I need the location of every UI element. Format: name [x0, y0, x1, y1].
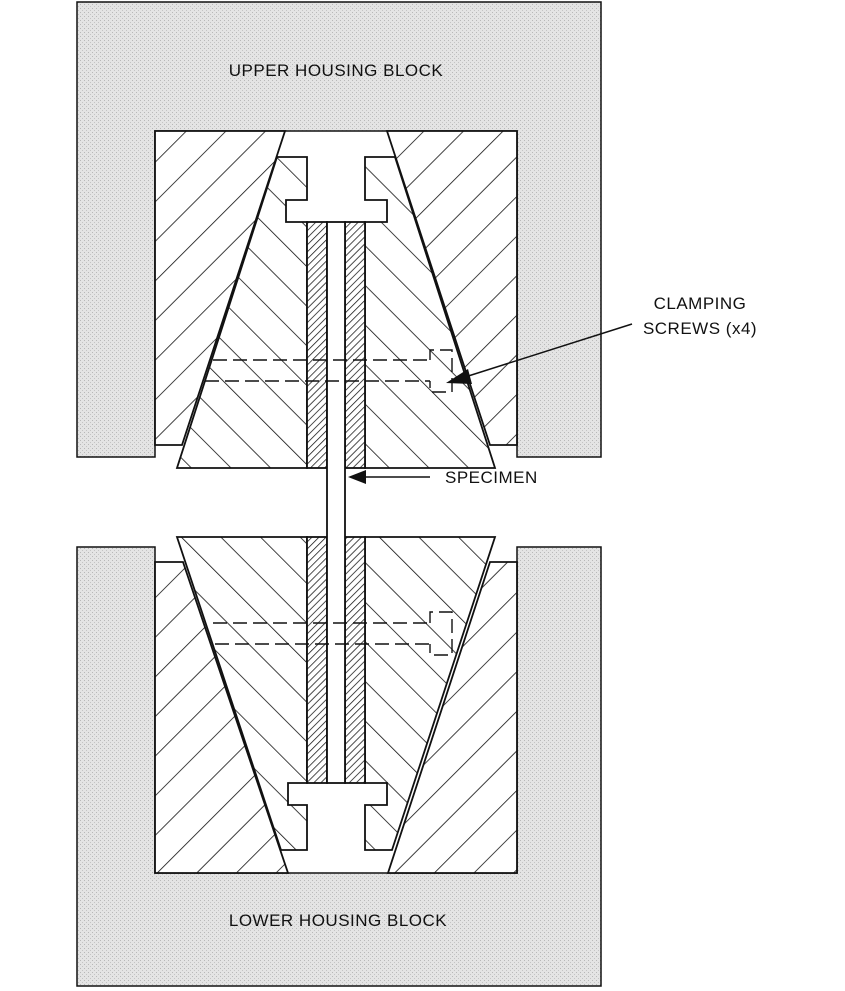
lower-right-shim: [344, 536, 366, 784]
upper-right-shim: [344, 221, 366, 469]
upper-left-inner-wedge: [175, 156, 308, 469]
lower-left-shim: [306, 536, 328, 784]
lower-right-inner-wedge: [364, 536, 497, 851]
lower-left-outer-wedge: [154, 561, 290, 874]
upper-right-outer-wedge: [385, 130, 518, 446]
lower-right-outer-wedge: [386, 561, 518, 874]
upper-housing-label: UPPER HOUSING BLOCK: [229, 61, 444, 80]
specimen: [326, 221, 346, 784]
clamping-screws-label-line2: SCREWS (x4): [643, 319, 757, 338]
upper-left-outer-wedge: [154, 130, 287, 446]
specimen-label: SPECIMEN: [445, 468, 538, 487]
clamping-screws: [205, 349, 453, 656]
upper-left-shim: [306, 221, 328, 469]
clamping-screws-leader-arrow: [446, 323, 633, 384]
specimen-leader-arrow: [348, 470, 430, 484]
lower-housing-label: LOWER HOUSING BLOCK: [229, 911, 447, 930]
clamping-screws-label-line1: CLAMPING: [654, 294, 747, 313]
